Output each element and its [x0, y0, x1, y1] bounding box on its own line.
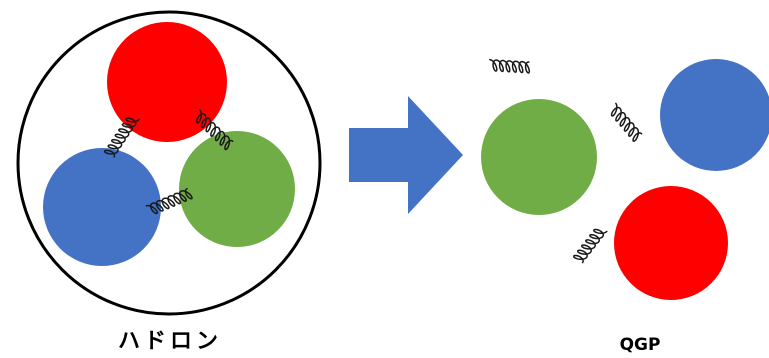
qgp-blue-quark: [660, 59, 769, 171]
hadron-green-quark: [179, 131, 295, 247]
hadron-gluon-blue-green: [145, 187, 193, 215]
transition-arrow: [349, 96, 463, 214]
qgp-green-quark: [481, 99, 597, 215]
hadron-gluon-red-blue: [103, 117, 140, 158]
qgp-gluon-middle: [610, 102, 643, 143]
hadron-group: [16, 10, 322, 316]
qgp-red-quark: [614, 186, 728, 300]
hadron-boundary: [16, 10, 322, 316]
hadron-blue-quark: [43, 148, 161, 266]
hadron-red-quark: [107, 22, 227, 142]
qgp-gluon-bottom: [572, 228, 608, 264]
hadron-label: ハドロン: [117, 329, 222, 354]
qgp-group: [481, 58, 769, 300]
hadron-gluon-red-green: [196, 109, 234, 151]
qgp-gluon-top: [489, 58, 531, 74]
qgp-label: QGP: [619, 335, 661, 355]
